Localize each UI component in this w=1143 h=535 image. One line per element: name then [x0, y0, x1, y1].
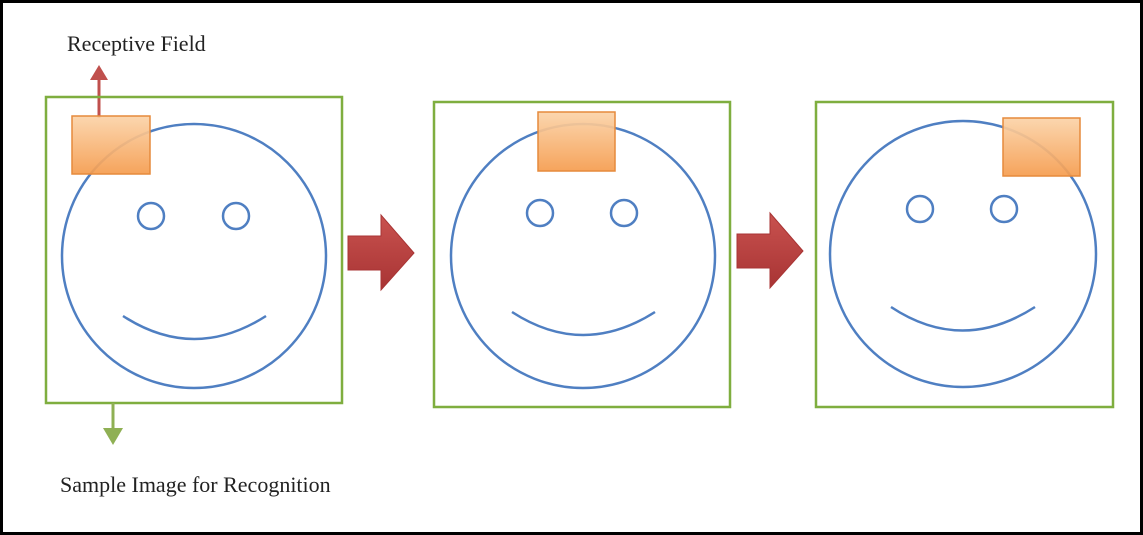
sample-image-label: Sample Image for Recognition — [60, 472, 331, 497]
receptive-field-box — [72, 116, 150, 174]
up-arrow-icon — [90, 65, 108, 118]
panel-3 — [816, 102, 1113, 407]
panel-2 — [434, 102, 730, 407]
right-arrow-icon — [348, 215, 414, 290]
right-arrow-icon — [737, 213, 803, 288]
receptive-field-box — [538, 112, 615, 171]
receptive-field-label: Receptive Field — [67, 31, 206, 56]
receptive-field-box — [1003, 118, 1080, 176]
down-arrow-icon — [103, 403, 123, 445]
panel-1 — [46, 97, 342, 403]
